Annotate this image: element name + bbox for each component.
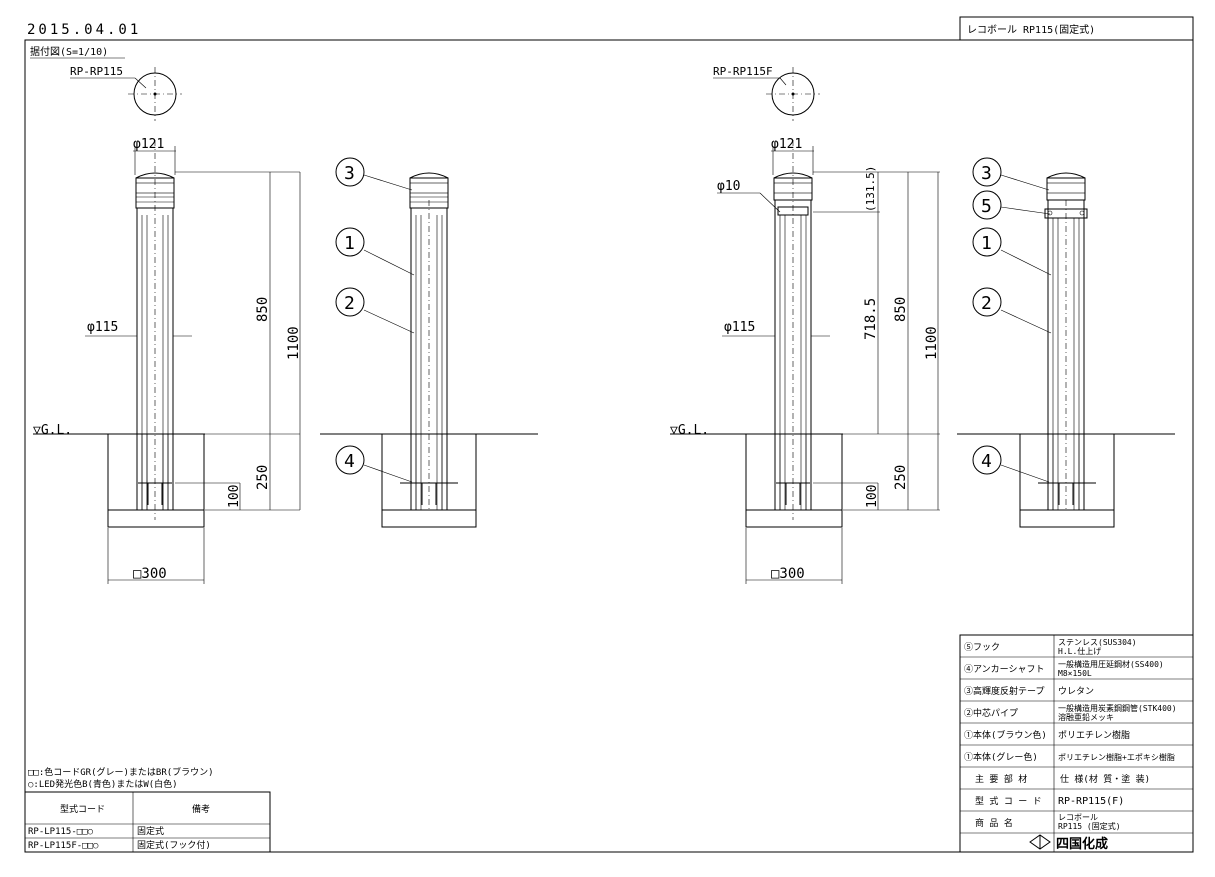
product-name-value2: RP115 (固定式): [1058, 821, 1121, 831]
sheet-border: [24, 39, 1194, 853]
right-dim-718-5: 718.5: [863, 298, 879, 340]
svg-text:1: 1: [981, 233, 992, 254]
left-dim-phi121: φ121: [133, 137, 164, 152]
title-block-name: レコボール RP115(固定式): [967, 23, 1095, 36]
parts-row-4-spec2: M8×150L: [1058, 669, 1092, 678]
balloon-5-right: [972, 190, 1002, 220]
balloon-1-left: [335, 227, 365, 257]
left-dim-850: 850: [255, 297, 271, 322]
code-table-header-code: 型式コード: [60, 803, 105, 815]
parts-row-3-spec: ウレタン: [1058, 686, 1094, 697]
balloon-2-right: [972, 287, 1002, 317]
right-dim-131-5: (131.5): [864, 166, 877, 212]
title-block: [959, 16, 1194, 41]
code-row-1-note: 固定式: [137, 825, 164, 837]
parts-row-4-part: ④アンカーシャフト: [964, 664, 1044, 675]
left-model-label: RP-RP115: [70, 65, 123, 78]
parts-row-3-part: ③高輝度反射テープ: [964, 685, 1044, 697]
parts-row-5-part: ⑤フック: [964, 642, 1000, 653]
parts-header-part: 主 要 部 材: [975, 773, 1027, 785]
company-name: 四国化成: [1056, 836, 1108, 852]
left-gl-label: ▽G.L.: [33, 423, 72, 438]
code-row-2-note: 固定式(フック付): [137, 839, 211, 851]
right-dim-850: 850: [893, 297, 909, 322]
right-dim-100: 100: [865, 485, 880, 508]
model-code-label: 型 式 コ ー ド: [975, 795, 1042, 807]
parts-row-1g-part: ①本体(グレー色): [964, 751, 1038, 763]
svg-text:4: 4: [344, 451, 355, 472]
note-line-2: ○:LED発光色B(青色)またはW(白色): [28, 778, 178, 790]
parts-row-1b-spec: ポリエチレン樹脂: [1058, 729, 1130, 741]
svg-text:4: 4: [981, 451, 992, 472]
svg-text:3: 3: [981, 163, 992, 184]
code-table-header-note: 備考: [192, 803, 210, 815]
parts-row-1b-part: ①本体(ブラウン色): [964, 729, 1047, 741]
code-table: 型式コード 備考 RP-LP115-□□○ 固定式 RP-LP115F-□□○ …: [24, 791, 271, 853]
right-dim-phi10: φ10: [717, 179, 740, 194]
parts-row-1g-spec: ポリエチレン樹脂+エポキシ樹脂: [1058, 752, 1175, 762]
left-dim-100: 100: [227, 485, 242, 508]
parts-row-2-spec: 一般構造用炭素鋼鋼管(STK400): [1058, 703, 1177, 713]
note-line-1: □□:色コードGR(グレー)またはBR(ブラウン): [28, 766, 214, 778]
scale-label: 据付図(S=1/10): [30, 45, 108, 58]
parts-row-5-spec2: H.L.仕上げ: [1058, 646, 1101, 656]
left-view: RP-RP115 φ121 φ115 ▽G.L.: [33, 65, 302, 584]
parts-row-4-spec: 一般構造用圧延鋼材(SS400): [1058, 659, 1164, 669]
parts-row-2-part: ②中芯パイプ: [964, 707, 1018, 719]
svg-text:5: 5: [981, 196, 992, 217]
right-dim-phi121: φ121: [771, 137, 802, 152]
balloon-1-right: [972, 227, 1002, 257]
right-gl-label: ▽G.L.: [670, 423, 709, 438]
balloon-4-left: [335, 445, 365, 475]
left-dim-250: 250: [255, 465, 271, 490]
balloon-3-left: [335, 157, 365, 187]
right-dim-1100: 1100: [924, 326, 940, 360]
date-label: 2015.04.01: [27, 22, 141, 38]
right-dim-250: 250: [893, 465, 909, 490]
balloon-2-left: [335, 287, 365, 317]
svg-text:2: 2: [981, 293, 992, 314]
right-dim-base: □300: [771, 566, 805, 582]
left-dim-base: □300: [133, 566, 167, 582]
left-side-view: 3 1 2 4: [320, 157, 538, 528]
product-name-label: 商 品 名: [975, 817, 1013, 829]
svg-text:3: 3: [344, 163, 355, 184]
parts-header-spec: 仕 様(材 質・塗 装): [1060, 773, 1150, 785]
right-view: RP-RP115F φ121 φ10 φ115 ▽G.L.: [670, 65, 940, 584]
parts-row-2-spec2: 溶融亜鉛メッキ: [1058, 712, 1114, 722]
balloon-4-right: [972, 445, 1002, 475]
product-name-value: レコボール: [1058, 813, 1098, 822]
code-row-2-code: RP-LP115F-□□○: [28, 841, 99, 851]
code-row-1-code: RP-LP115-□□○: [28, 827, 94, 837]
left-dim-phi115: φ115: [87, 320, 118, 335]
right-dim-phi115: φ115: [724, 320, 755, 335]
parts-table: ⑤フック ステンレス(SUS304) H.L.仕上げ ④アンカーシャフト 一般構…: [959, 634, 1194, 853]
balloon-3-right: [972, 157, 1002, 187]
parts-row-5-spec: ステンレス(SUS304): [1058, 638, 1137, 647]
company-logo-icon: [1029, 834, 1051, 850]
left-dim-1100: 1100: [286, 326, 302, 360]
model-code-value: RP-RP115(F): [1058, 796, 1124, 807]
right-model-label: RP-RP115F: [713, 65, 773, 78]
svg-text:1: 1: [344, 233, 355, 254]
svg-text:2: 2: [344, 293, 355, 314]
right-side-view: 3 5 1 2 4: [957, 157, 1175, 528]
